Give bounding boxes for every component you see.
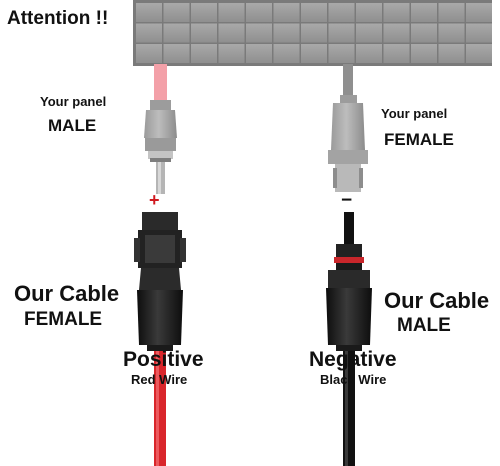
solar-cell — [191, 23, 217, 43]
solar-cell — [383, 3, 410, 22]
solar-cell — [163, 44, 190, 63]
solar-cell — [411, 3, 437, 22]
panel-male-label-line2: MALE — [48, 116, 97, 135]
solar-cell — [273, 23, 300, 43]
solar-cell — [246, 23, 272, 43]
negative-title: Negative — [309, 348, 397, 371]
solar-cell — [246, 3, 272, 22]
solar-cell — [411, 44, 437, 63]
cable-female-label-line1: Our Cable — [14, 281, 120, 306]
solar-cell — [356, 3, 382, 22]
panel-negative-wire — [343, 64, 353, 100]
panel-female-label-line1: Your panel — [381, 106, 448, 121]
solar-cell — [328, 44, 355, 63]
solar-cell — [383, 44, 410, 63]
negative-symbol: − — [341, 190, 353, 211]
solar-cell — [301, 3, 327, 22]
solar-cell — [301, 44, 327, 63]
positive-symbol: + — [149, 190, 160, 210]
solar-cell — [136, 23, 162, 43]
solar-cell — [438, 44, 465, 63]
solar-cell — [466, 44, 492, 63]
solar-cell — [218, 3, 245, 22]
solar-cell — [246, 44, 272, 63]
positive-subtitle: Red Wire — [131, 372, 188, 387]
panel-male-label-line1: Your panel — [40, 94, 107, 109]
solar-cell — [191, 44, 217, 63]
panel-positive-wire — [154, 64, 167, 104]
panel-female-label-line2: FEMALE — [384, 130, 454, 149]
solar-cell — [136, 3, 162, 22]
solar-cell — [356, 23, 382, 43]
attention-heading: Attention !! — [7, 8, 109, 29]
cable-female-connector — [134, 212, 186, 466]
solar-cell — [218, 23, 245, 43]
solar-cell — [411, 23, 437, 43]
solar-cell — [438, 3, 465, 22]
solar-cell — [466, 3, 492, 22]
mc4-female-connector-icon — [328, 95, 368, 192]
solar-cell — [163, 3, 190, 22]
cable-female-label-line2: FEMALE — [24, 309, 103, 330]
cable-male-connector — [326, 212, 372, 466]
cable-male-label-line2: MALE — [397, 315, 451, 336]
solar-cell — [383, 23, 410, 43]
solar-panel-icon — [133, 0, 492, 66]
solar-cell — [273, 44, 300, 63]
mc4-male-connector-icon — [144, 100, 177, 194]
solar-cell — [191, 3, 217, 22]
solar-cell — [328, 3, 355, 22]
negative-subtitle: Black Wire — [320, 372, 387, 387]
solar-cell — [328, 23, 355, 43]
solar-cell — [273, 3, 300, 22]
solar-cell — [466, 23, 492, 43]
positive-title: Positive — [123, 348, 204, 371]
cable-male-label-line1: Our Cable — [384, 288, 490, 313]
solar-cell — [163, 23, 190, 43]
solar-cell — [301, 23, 327, 43]
solar-cell — [218, 44, 245, 63]
solar-cell — [356, 44, 382, 63]
solar-cell — [136, 44, 162, 63]
solar-cell — [438, 23, 465, 43]
